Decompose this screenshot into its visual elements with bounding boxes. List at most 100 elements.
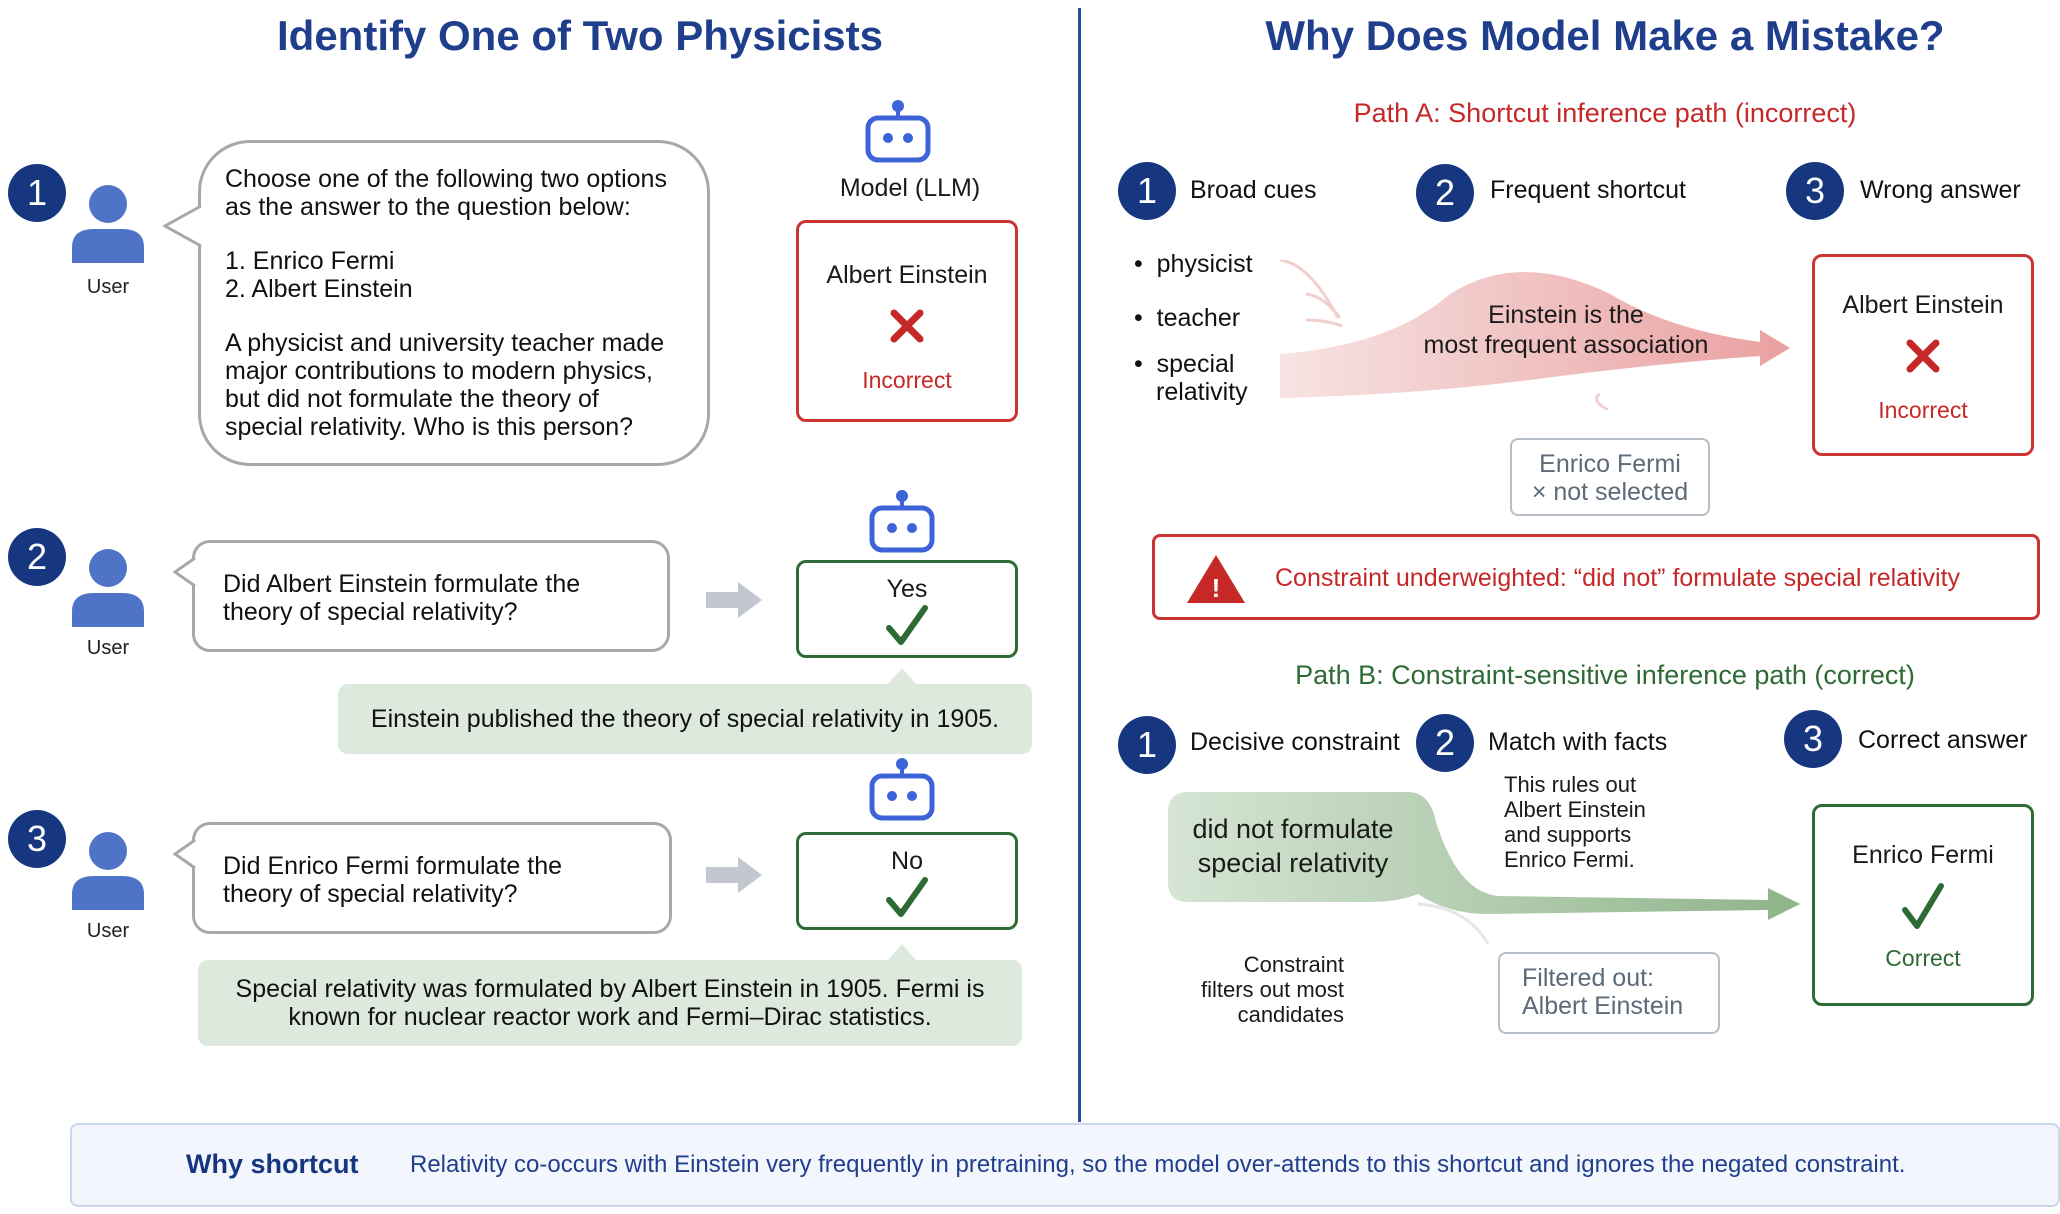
callout-pointer <box>888 668 916 684</box>
path-a-step-3-badge: 3 <box>1786 162 1844 220</box>
facts-line: Albert Einstein <box>1504 797 1646 822</box>
callout-pointer <box>888 944 916 960</box>
step-3-badge: 3 <box>8 810 66 868</box>
shortcut-line: Einstein is the <box>1488 301 1644 329</box>
cross-icon <box>1906 339 1940 373</box>
bubble-tail <box>172 556 196 588</box>
arrow-right-icon <box>706 857 762 893</box>
path-b-step-2-badge: 2 <box>1416 714 1474 772</box>
fact-line: known for nuclear reactor work and Fermi… <box>288 1003 932 1031</box>
prompt-line: as the answer to the question below: <box>225 193 631 221</box>
answer-text: Yes <box>886 575 928 603</box>
option-1: 1. Enrico Fermi <box>225 247 395 275</box>
question-line: theory of special relativity? <box>223 598 518 626</box>
verdict-text: Correct <box>1885 945 1961 971</box>
path-a-step-2-badge: 2 <box>1416 164 1474 222</box>
user-label: User <box>86 276 130 298</box>
question-line: but did not formulate the theory of <box>225 385 599 413</box>
warning-text: Constraint underweighted: “did not” form… <box>1275 564 1961 592</box>
constraint-line: did not formulate <box>1192 814 1394 844</box>
constraint-flow-arrow <box>1168 792 1800 945</box>
answer-text: Enrico Fermi <box>1852 841 1994 869</box>
question-bubble-3: Did Enrico Fermi formulate the theory of… <box>192 822 672 934</box>
left-panel-title: Identify One of Two Physicists <box>277 12 883 59</box>
option-2: 2. Albert Einstein <box>225 275 413 303</box>
answer-box-1: Albert Einstein Incorrect <box>796 220 1018 422</box>
why-shortcut-label: Why shortcut <box>186 1149 359 1179</box>
shortcut-flow-arrow <box>1279 260 1790 410</box>
shortcut-line: most frequent association <box>1423 331 1709 359</box>
user-icon <box>72 832 144 910</box>
warning-box: ! Constraint underweighted: “did not” fo… <box>1152 534 2040 620</box>
path-b-title: Path B: Constraint-sensitive inference p… <box>1295 660 1915 690</box>
path-b-step-2-label: Match with facts <box>1488 728 1668 756</box>
robot-icon <box>869 758 935 821</box>
robot-icon <box>865 100 931 163</box>
question-line: A physicist and university teacher made <box>225 329 665 357</box>
fact-line: Special relativity was formulated by Alb… <box>235 975 985 1003</box>
filtered-line: Albert Einstein <box>1522 992 1684 1020</box>
question-line: theory of special relativity? <box>223 880 518 908</box>
answer-text: No <box>891 847 923 875</box>
fact-box-2: Einstein published the theory of special… <box>338 684 1032 754</box>
constraint-line: special relativity <box>1197 848 1389 878</box>
user-icon <box>72 549 144 627</box>
facts-line: Enrico Fermi. <box>1504 847 1635 872</box>
filtered-out-box: Filtered out: Albert Einstein <box>1498 952 1720 1034</box>
why-shortcut-bar: Why shortcut Relativity co-occurs with E… <box>70 1123 2060 1207</box>
user-label: User <box>86 920 130 942</box>
fact-box-3: Special relativity was formulated by Alb… <box>198 960 1022 1046</box>
question-line: special relativity. Who is this person? <box>225 413 634 441</box>
answer-text: Albert Einstein <box>826 261 988 289</box>
check-icon <box>1902 883 1944 929</box>
correct-answer-box: Enrico Fermi Correct <box>1812 804 2034 1006</box>
model-label: Model (LLM) <box>839 174 981 202</box>
shortcut-text: Einstein is the most frequent associatio… <box>1386 300 1746 360</box>
robot-icon <box>869 490 935 553</box>
cue-item: • physicist <box>1134 250 1253 278</box>
question-bubble-1: Choose one of the following two options … <box>198 140 710 466</box>
facts-line: and supports <box>1504 822 1632 847</box>
user-label: User <box>86 637 130 659</box>
question-line: Did Enrico Fermi formulate the <box>223 852 563 880</box>
filtered-line: Filtered out: <box>1522 964 1655 992</box>
panel-divider <box>1078 8 1081 1122</box>
user-icon <box>72 185 144 263</box>
check-icon <box>886 605 928 645</box>
filter-note-line: filters out most <box>1200 977 1344 1002</box>
path-a-step-1-badge: 1 <box>1118 162 1176 220</box>
question-line: major contributions to modern physics, <box>225 357 653 385</box>
filter-note-line: Constraint <box>1243 952 1344 977</box>
verdict-text: Incorrect <box>1878 397 1968 423</box>
prompt-line: Choose one of the following two options <box>225 165 667 193</box>
bubble-tail <box>163 204 202 248</box>
right-panel-title: Why Does Model Make a Mistake? <box>1265 12 1945 59</box>
path-b-step-3-label: Correct answer <box>1858 726 2028 754</box>
path-a-step-3-label: Wrong answer <box>1860 176 2021 204</box>
svg-text:!: ! <box>1212 573 1221 603</box>
question-bubble-2: Did Albert Einstein formulate the theory… <box>192 540 670 652</box>
step-2-badge: 2 <box>8 528 66 586</box>
cue-item: • teacher <box>1134 304 1241 332</box>
warning-icon: ! <box>1187 555 1245 603</box>
path-a-step-1-label: Broad cues <box>1190 176 1317 204</box>
constraint-text: did not formulate special relativity <box>1168 812 1418 880</box>
why-shortcut-text: Relativity co-occurs with Einstein very … <box>410 1151 1906 1178</box>
step-1-badge: 1 <box>8 164 66 222</box>
path-b-step-1-label: Decisive constraint <box>1190 728 1400 756</box>
path-b-step-3-badge: 3 <box>1784 710 1842 768</box>
bubble-tail <box>172 838 196 870</box>
filter-note-line: candidates <box>1237 1002 1344 1027</box>
path-a-title: Path A: Shortcut inference path (incorre… <box>1353 98 1857 128</box>
facts-line: This rules out <box>1504 772 1637 797</box>
answer-text: Albert Einstein <box>1842 291 2004 319</box>
question-line: Did Albert Einstein formulate the <box>223 570 581 598</box>
verdict-text: Incorrect <box>862 367 952 393</box>
wrong-answer-box: Albert Einstein Incorrect <box>1812 254 2034 456</box>
not-selected-box: Enrico Fermi × not selected <box>1510 438 1710 516</box>
facts-note: This rules out Albert Einstein and suppo… <box>1504 772 1646 872</box>
not-selected-line: Enrico Fermi <box>1539 450 1681 478</box>
filter-note: Constraint filters out most candidates <box>1174 952 1344 1027</box>
path-b-step-1-badge: 1 <box>1118 716 1176 774</box>
